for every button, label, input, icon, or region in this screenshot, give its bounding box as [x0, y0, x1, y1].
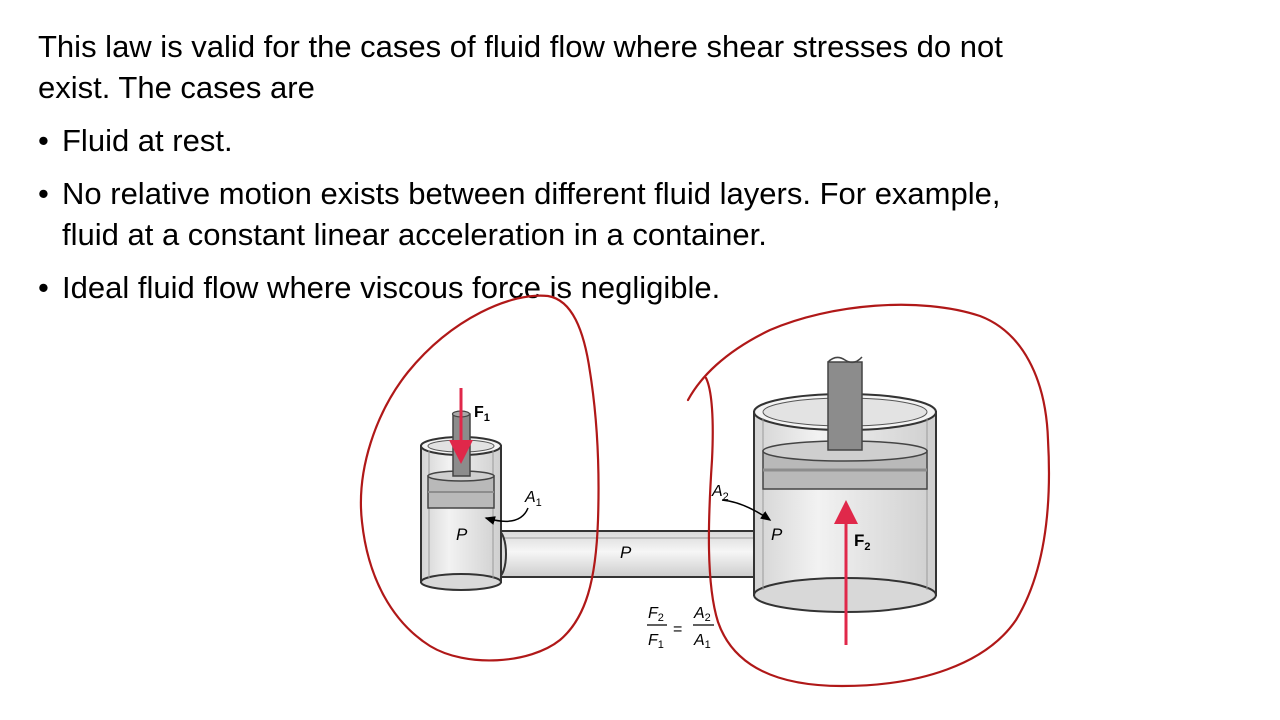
pressure-label-right: P: [771, 525, 783, 544]
f2-label: F2: [854, 531, 871, 553]
case-list: • Fluid at rest. • No relative motion ex…: [38, 120, 1158, 320]
intro-line-1: This law is valid for the cases of fluid…: [38, 29, 1003, 64]
formula-numerator-right: A2: [693, 605, 711, 624]
list-item: • No relative motion exists between diff…: [38, 173, 1158, 255]
f1-label: F1: [474, 404, 490, 424]
pressure-label-left: P: [456, 525, 468, 544]
list-item-text: Ideal fluid flow where viscous force is …: [62, 270, 721, 305]
formula-equals: =: [673, 621, 682, 638]
intro-paragraph: This law is valid for the cases of fluid…: [38, 26, 1138, 108]
a2-label: A2: [711, 483, 729, 503]
formula-numerator-left: F2: [648, 605, 664, 624]
bullet-dot: •: [38, 270, 49, 305]
pressure-label-pipe: P: [620, 543, 632, 562]
formula-denominator-right: A1: [693, 632, 711, 651]
intro-line-2: exist. The cases are: [38, 70, 315, 105]
list-item: • Fluid at rest.: [38, 120, 1158, 161]
pascal-formula: F2 F1 = A2 A1: [647, 605, 714, 651]
a1-label: A1: [524, 489, 542, 509]
list-item-line-2: fluid at a constant linear acceleration …: [62, 217, 767, 252]
list-item-line-1: No relative motion exists between differ…: [62, 176, 1001, 211]
bullet-dot: •: [38, 123, 49, 158]
list-item-text: Fluid at rest.: [62, 123, 233, 158]
bullet-dot: •: [38, 176, 49, 211]
formula-denominator-left: F1: [648, 632, 664, 651]
large-piston-rod: [827, 361, 863, 451]
annotation-loop-right: [686, 303, 1051, 688]
annotation-loop-left: [359, 294, 600, 662]
list-item: • Ideal fluid flow where viscous force i…: [38, 267, 1158, 308]
a2-pointer-arrow: [721, 499, 772, 521]
a1-pointer-arrow: [484, 507, 529, 525]
